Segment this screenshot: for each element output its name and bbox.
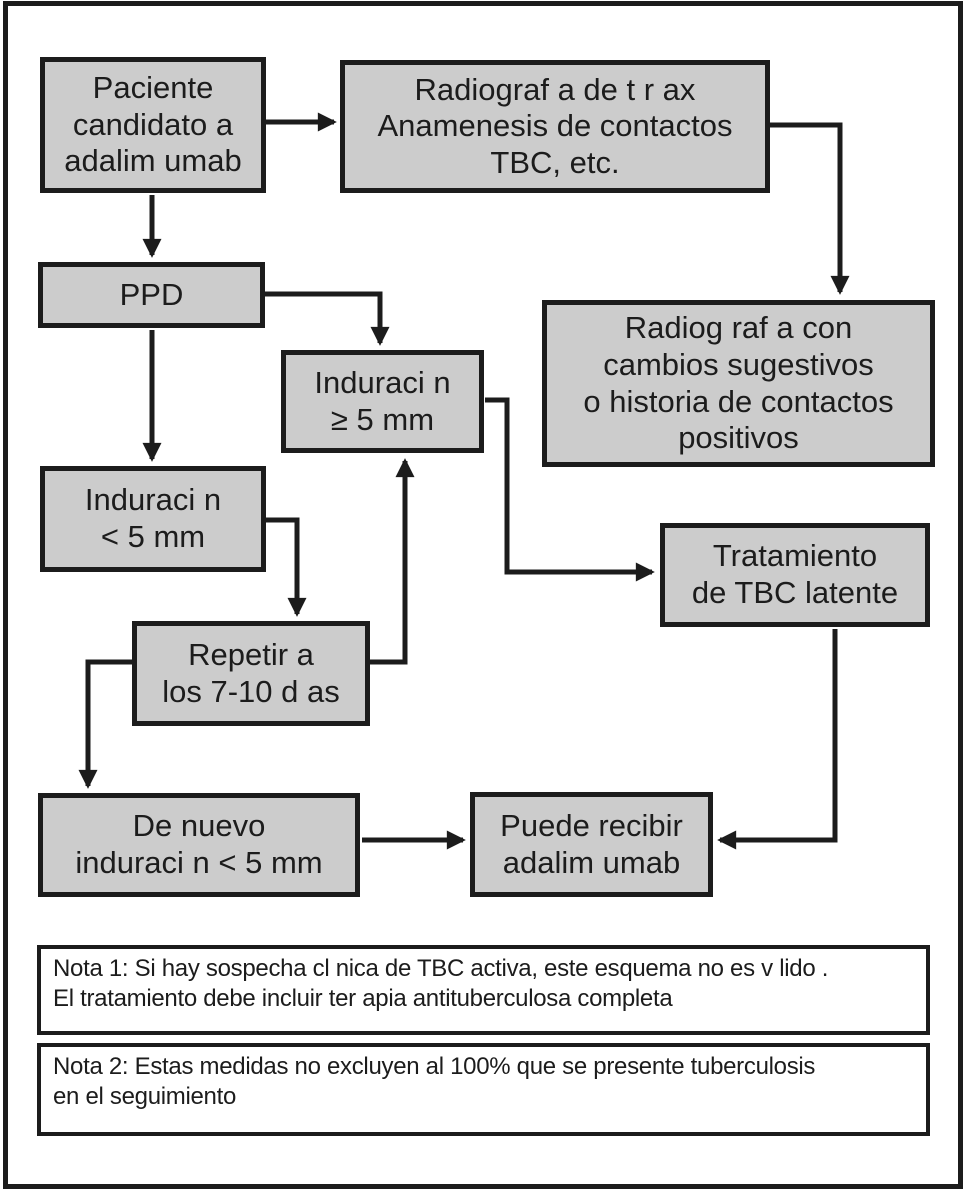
box-de-nuevo-label: De nuevo induraci n < 5 mm (75, 808, 323, 880)
note-1: Nota 1: Si hay sospecha cl nica de TBC a… (37, 945, 930, 1035)
note-2: Nota 2: Estas medidas no excluyen al 100… (37, 1043, 930, 1136)
box-radiografia-cambios: Radiog raf a con cambios sugestivos o hi… (542, 300, 935, 467)
box-paciente-candidato: Paciente candidato a adalim umab (40, 57, 266, 193)
box-ppd-label: PPD (119, 276, 184, 312)
box-paciente-label: Paciente candidato a adalim umab (64, 70, 242, 179)
note-2-text: Nota 2: Estas medidas no excluyen al 100… (53, 1053, 816, 1111)
box-induracion-menor-label: Induraci n < 5 mm (84, 482, 222, 554)
box-tratamiento-tbc-latente: Tratamiento de TBC latente (660, 523, 930, 627)
outer-frame (3, 1, 963, 1189)
box-radiografia-cambios-label: Radiog raf a con cambios sugestivos o hi… (583, 310, 894, 456)
box-induracion-mayor-label: Induraci n ≥ 5 mm (314, 364, 451, 437)
box-repetir-7-10-dias: Repetir a los 7-10 d as (132, 621, 370, 726)
box-radiografia-torax-label: Radiograf a de t r ax Anamenesis de cont… (377, 71, 733, 180)
box-induracion-menor-5mm: Induraci n < 5 mm (40, 466, 266, 572)
box-de-nuevo-induracion-menor: De nuevo induraci n < 5 mm (38, 793, 360, 897)
box-radiografia-torax: Radiograf a de t r ax Anamenesis de cont… (340, 60, 770, 193)
box-ppd: PPD (38, 262, 265, 328)
box-repetir-label: Repetir a los 7-10 d as (162, 636, 340, 709)
box-puede-recibir-adalimumab: Puede recibir adalim umab (470, 792, 713, 897)
box-puede-recibir-label: Puede recibir adalim umab (500, 807, 683, 880)
box-tratamiento-label: Tratamiento de TBC latente (691, 538, 899, 610)
box-induracion-mayor-5mm: Induraci n ≥ 5 mm (281, 350, 484, 453)
note-1-text: Nota 1: Si hay sospecha cl nica de TBC a… (53, 955, 829, 1013)
